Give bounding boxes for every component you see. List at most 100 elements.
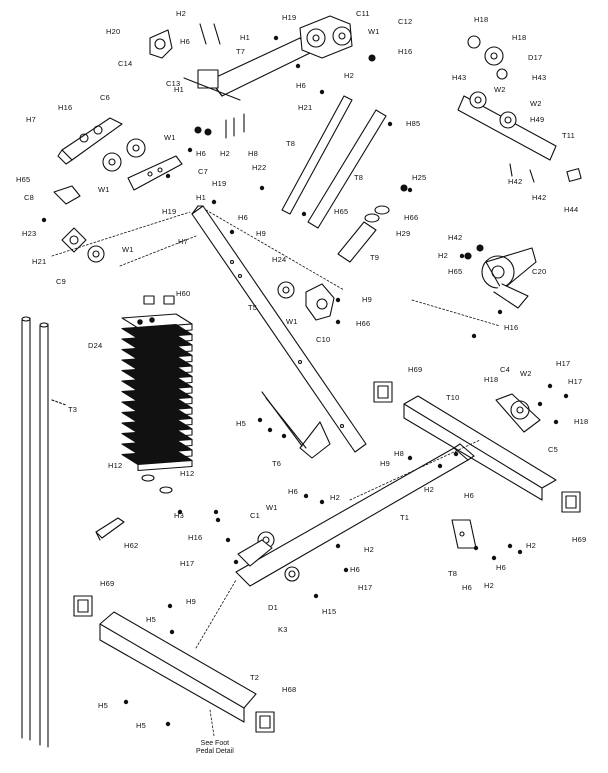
tube-t9 — [337, 184, 408, 263]
label-h6-i: H6 — [462, 583, 472, 592]
pulley-c4 — [495, 393, 541, 433]
label-c7: C7 — [198, 167, 208, 176]
label-h3: H3 — [174, 511, 184, 520]
label-h2-g: H2 — [364, 545, 374, 554]
fastener — [335, 319, 341, 325]
label-d24: D24 — [88, 341, 103, 350]
label-h7-mid: H7 — [178, 237, 188, 246]
label-h69-a: H69 — [408, 365, 423, 374]
label-h66-b: H66 — [356, 319, 371, 328]
label-h22: H22 — [252, 163, 267, 172]
label-h9-d: H9 — [186, 597, 196, 606]
fastener — [517, 549, 523, 555]
label-t6: T6 — [272, 459, 282, 468]
label-d17: D17 — [528, 53, 543, 62]
fastener — [177, 509, 183, 515]
label-h1-c: H1 — [196, 193, 206, 202]
label-h6-g: H6 — [350, 565, 360, 574]
hex-key-h62 — [95, 517, 125, 541]
label-h20: H20 — [106, 27, 121, 36]
label-h65-mid: H65 — [334, 207, 349, 216]
label-h19-low: H19 — [162, 207, 177, 216]
label-h42-b: H42 — [532, 193, 547, 202]
note-line-1: See Foot — [200, 740, 230, 747]
label-c9: C9 — [56, 277, 66, 286]
label-h2-top: H2 — [176, 9, 186, 18]
fastener — [473, 545, 479, 551]
label-c5: C5 — [548, 445, 558, 454]
label-h29: H29 — [396, 229, 411, 238]
label-h16-top: H16 — [398, 47, 413, 56]
label-t1: T1 — [400, 513, 410, 522]
label-w1-e: W1 — [286, 317, 298, 326]
fastener — [259, 185, 265, 191]
label-c20: C20 — [532, 267, 547, 276]
label-h17-c: H17 — [180, 559, 195, 568]
fastener — [187, 147, 193, 153]
label-h24: H24 — [272, 255, 287, 264]
bracket-c7 — [127, 155, 183, 191]
label-h85-top: H85 — [406, 119, 421, 128]
plate-t6 — [261, 391, 331, 459]
label-c13: C13 — [166, 79, 181, 88]
label-w1-top: W1 — [368, 27, 380, 36]
label-h43-left: H43 — [452, 73, 467, 82]
label-t11: T11 — [562, 131, 575, 140]
label-h62: H62 — [124, 541, 139, 550]
label-h19-top: H19 — [282, 13, 297, 22]
cups-h12 — [141, 474, 173, 494]
label-h1-b: H1 — [174, 85, 184, 94]
foot-pedal-note: See Foot Pedal Detail — [196, 740, 234, 756]
label-h69-b: H69 — [572, 535, 587, 544]
fastener — [497, 309, 503, 315]
label-t8-c: T8 — [448, 569, 458, 578]
label-h2-b: H2 — [344, 71, 354, 80]
fastener — [229, 229, 235, 235]
label-h21-top: H21 — [298, 103, 313, 112]
label-h69-c: H69 — [100, 579, 115, 588]
label-h19-mid: H19 — [212, 179, 227, 188]
fastener — [471, 333, 477, 339]
label-w1-c: W1 — [98, 185, 110, 194]
label-h8-b: H8 — [394, 449, 404, 458]
fastener — [507, 543, 513, 549]
fastener — [41, 217, 47, 223]
crossbar-t2 — [99, 611, 257, 723]
label-t5: T5 — [248, 303, 258, 312]
label-h18-top: H18 — [474, 15, 489, 24]
label-h2-h: H2 — [526, 541, 536, 550]
fastener — [407, 455, 413, 461]
label-h60-top: H60 — [176, 289, 191, 298]
fastener — [169, 629, 175, 635]
fastener — [491, 555, 497, 561]
fastener — [167, 603, 173, 609]
label-h42-c: H42 — [448, 233, 463, 242]
label-t8-b: T8 — [354, 173, 364, 182]
bracket-c8 — [53, 185, 81, 205]
label-h6-top: H6 — [180, 37, 190, 46]
label-w1-f: W1 — [266, 503, 278, 512]
fastener — [211, 199, 217, 205]
label-h9-b: H9 — [362, 295, 372, 304]
label-w1-d: W1 — [122, 245, 134, 254]
label-h6-b: H6 — [296, 81, 306, 90]
pulley-c20 — [464, 244, 537, 309]
label-h16-left: H16 — [58, 103, 73, 112]
label-c8: C8 — [24, 193, 34, 202]
label-h16-low: H16 — [188, 533, 203, 542]
label-t8-a: T8 — [286, 139, 296, 148]
label-h17-a: H17 — [556, 359, 571, 368]
label-h2-e: H2 — [424, 485, 434, 494]
fastener — [563, 393, 569, 399]
label-c14: C14 — [118, 59, 133, 68]
tube-t3 — [21, 316, 67, 748]
fastener — [165, 173, 171, 179]
crossbar-t10 — [403, 395, 557, 501]
label-h68: H68 — [282, 685, 297, 694]
screws-top — [194, 23, 245, 139]
fastener — [281, 433, 287, 439]
weight-plate-edge — [137, 459, 193, 472]
label-h9-a: H9 — [256, 229, 266, 238]
plate-t8-right — [451, 519, 477, 549]
